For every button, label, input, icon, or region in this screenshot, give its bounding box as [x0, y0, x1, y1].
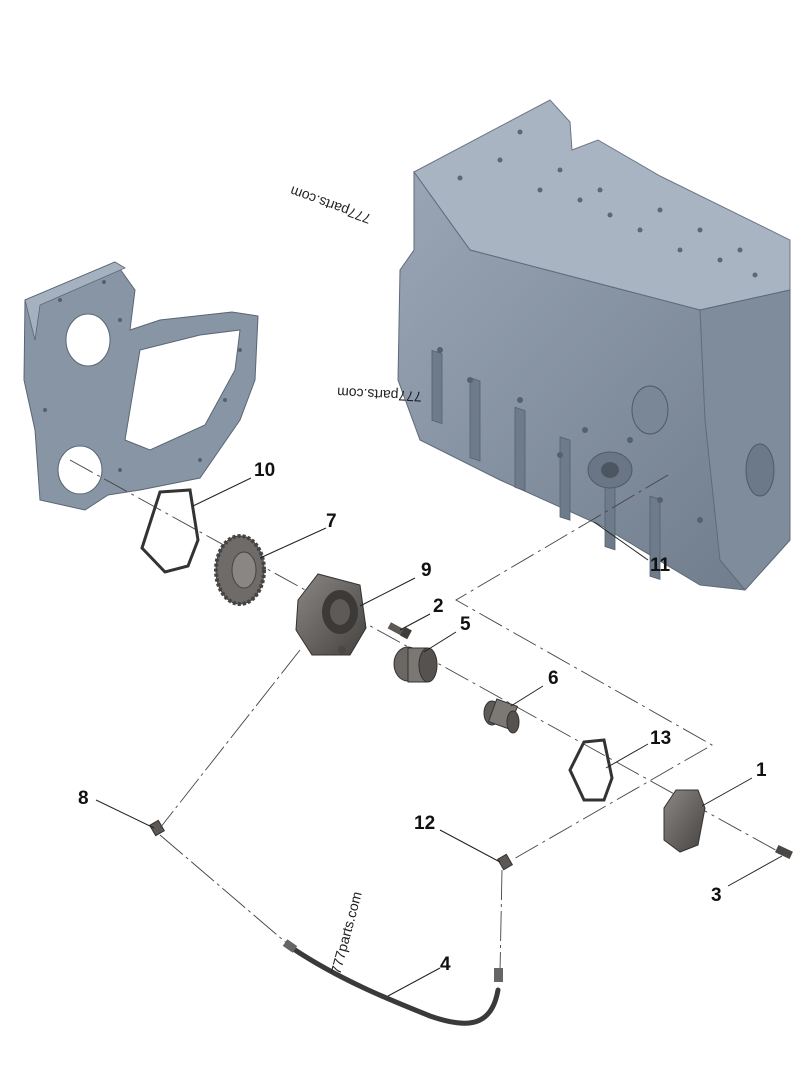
callout-2: 2: [433, 596, 444, 617]
callout-labels: 10 7 9 2 5 6 13 1 3 8 12 4 11: [78, 460, 767, 975]
callout-8: 8: [78, 788, 89, 809]
part-8-fitting: [148, 819, 166, 837]
oil-line-routing: [159, 649, 503, 973]
part-10-gasket: [140, 488, 200, 574]
part-12-fitting: [496, 853, 514, 871]
callout-3: 3: [711, 885, 722, 906]
part-1-cover-plate: [663, 789, 706, 853]
watermark-1: 777parts.com: [288, 183, 373, 227]
callout-1: 1: [756, 760, 767, 781]
callout-4: 4: [440, 954, 451, 975]
callout-6: 6: [548, 668, 559, 689]
part-2-bolt: [387, 622, 412, 640]
gear-housing: [23, 261, 259, 511]
callout-7: 7: [326, 511, 337, 532]
callout-13: 13: [650, 728, 671, 749]
callout-9: 9: [421, 560, 432, 581]
part-4-hose: [282, 939, 503, 1026]
callout-11: 11: [650, 555, 671, 576]
part-5-bushing: [393, 646, 438, 683]
callout-12: 12: [414, 813, 435, 834]
part-3-bolt: [775, 844, 793, 860]
callout-5: 5: [460, 614, 471, 635]
engine-block: [397, 99, 791, 591]
callout-10: 10: [254, 460, 275, 481]
watermark-2: 777parts.com: [337, 385, 423, 405]
part-9-idler-housing: [295, 573, 367, 656]
watermark-3: 777parts.com: [327, 890, 364, 976]
part-6-shaft: [483, 698, 520, 734]
callout-leaders: [95, 477, 783, 997]
part-13-gasket: [568, 738, 614, 802]
part-7-gear: [214, 534, 266, 606]
